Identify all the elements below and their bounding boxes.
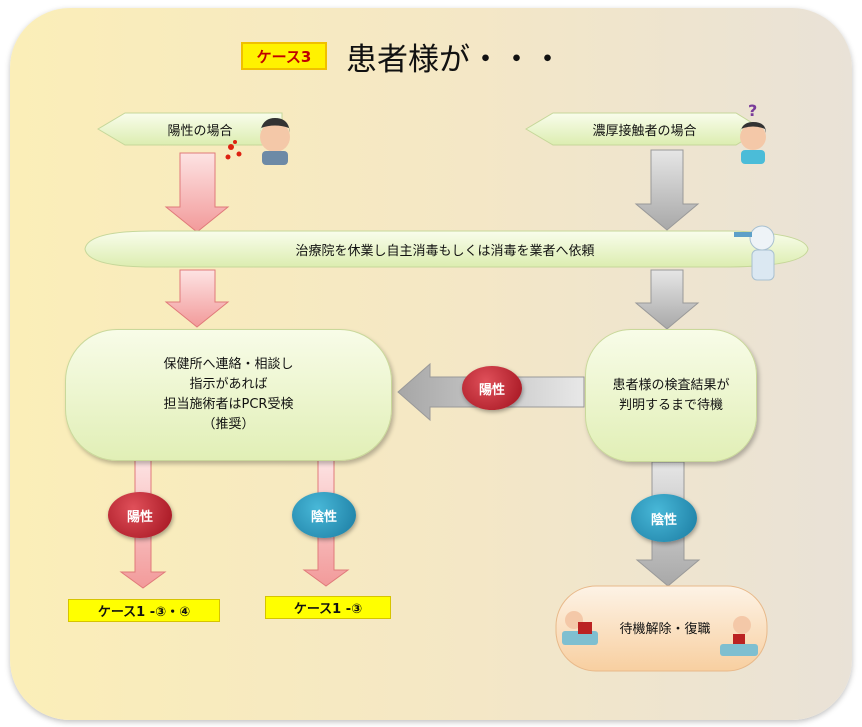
svg-text:?: ? bbox=[748, 101, 757, 120]
gray-arrow-2 bbox=[634, 269, 700, 330]
health-center-box: 保健所へ連絡・相談し 指示があれば 担当施術者はPCR受検 （推奨） bbox=[65, 329, 392, 461]
wait-result-line-1: 患者様の検査結果が bbox=[612, 377, 730, 393]
result-case1-3-4: ケース1 -③・④ bbox=[68, 599, 220, 622]
wait-result-box: 患者様の検査結果が 判明するまで待機 bbox=[585, 329, 757, 462]
case-tag: ケース3 bbox=[241, 42, 327, 70]
health-center-line-3: 担当施術者はPCR受検 bbox=[163, 397, 294, 412]
massage-right-icon bbox=[720, 616, 758, 656]
contact-person-icon: ? bbox=[740, 101, 766, 164]
left-positive-badge: 陽性 bbox=[108, 492, 172, 538]
health-center-line-2: 指示があれば bbox=[189, 377, 268, 392]
pink-arrow-2 bbox=[164, 269, 230, 328]
gray-arrow-1 bbox=[634, 149, 700, 231]
closure-banner-text: 治療院を休業し自主消毒もしくは消毒を業者へ依頼 bbox=[295, 243, 595, 259]
massage-left-icon bbox=[562, 611, 598, 645]
right-negative-badge: 陰性 bbox=[631, 494, 697, 542]
health-center-line-1: 保健所へ連絡・相談し bbox=[163, 357, 294, 372]
sick-person-icon bbox=[225, 118, 290, 165]
close-contact-label: 濃厚接触者の場合 bbox=[592, 123, 697, 139]
left-negative-badge: 陰性 bbox=[292, 492, 356, 538]
middle-positive-badge: 陽性 bbox=[462, 366, 522, 410]
wait-result-line-2: 判明するまで待機 bbox=[618, 397, 723, 413]
return-to-work-label: 待機解除・復職 bbox=[619, 621, 711, 637]
page-title: 患者様が・・・ bbox=[346, 42, 563, 78]
final-box-shape bbox=[555, 585, 768, 672]
wide-banner-shape bbox=[84, 230, 809, 268]
health-center-line-4: （推奨） bbox=[202, 417, 255, 432]
pink-arrow-1 bbox=[164, 152, 230, 233]
disinfect-worker-icon bbox=[734, 225, 775, 281]
result-case1-3: ケース1 -③ bbox=[265, 596, 391, 619]
positive-case-label: 陽性の場合 bbox=[167, 123, 233, 139]
